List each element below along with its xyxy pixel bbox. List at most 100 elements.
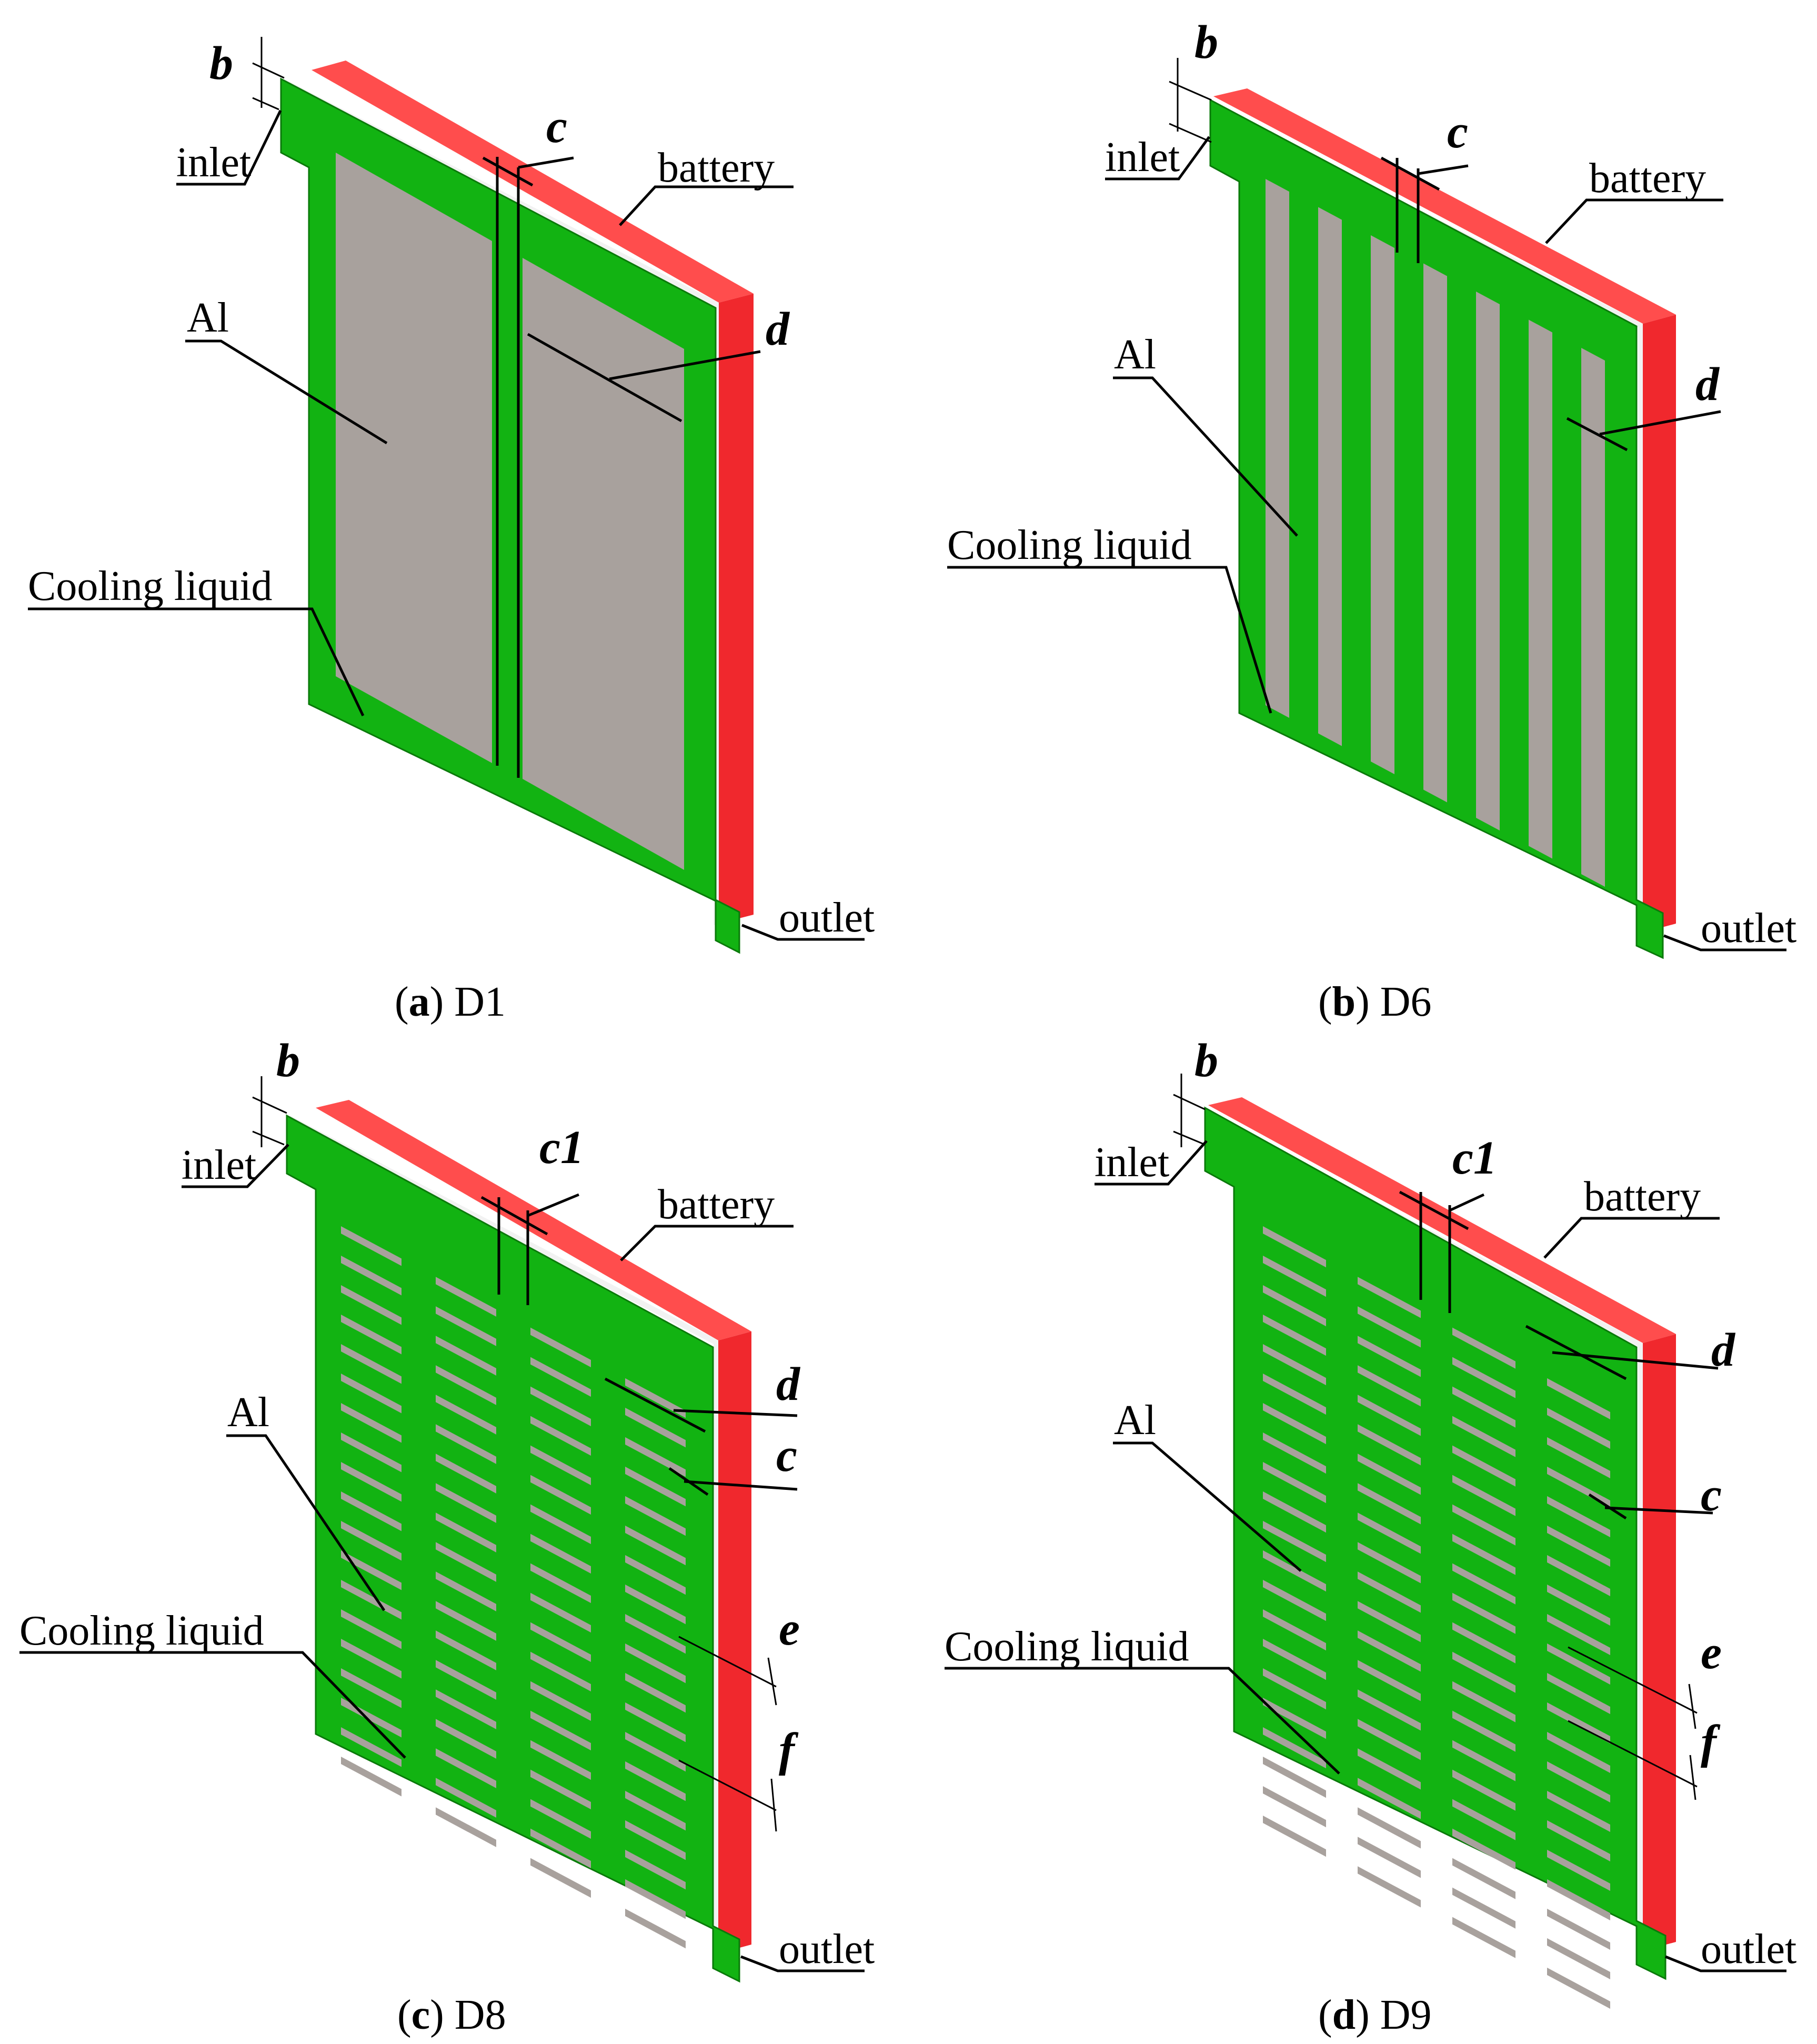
aluminum-slot [625,1702,686,1742]
aluminum-strips [1266,179,1605,887]
aluminum-slot [530,1828,591,1869]
aluminum-slot [341,1609,401,1649]
aluminum-slot [341,1580,401,1620]
aluminum-slot [530,1327,591,1368]
aluminum-slot [530,1740,591,1780]
dim-c-label: c [546,101,567,153]
aluminum-slot [1452,1799,1515,1840]
dim-b-label: b [209,37,233,89]
outlet-label: outlet [779,1926,875,1972]
dim-c-label: c [1447,106,1468,158]
aluminum-slot [341,1344,401,1384]
battery-top [316,1100,751,1340]
aluminum-slot [341,1491,401,1531]
panel-c: b c1 d c e f inlet battery Al Cooling li… [19,1035,875,2038]
battery-side [718,1331,751,1953]
aluminum-slot [1358,1365,1421,1407]
aluminum-slot [1547,1761,1610,1803]
aluminum-slot [1452,1769,1515,1811]
caption-a: (a) D1 [395,979,506,1025]
aluminum-slot [625,1466,686,1507]
dim-d-label: d [766,303,790,355]
cooling-liquid-label: Cooling liquid [19,1608,264,1654]
aluminum-slot [1358,1778,1421,1819]
aluminum-slot [1547,1938,1610,1980]
aluminum-slot [1452,1917,1515,1958]
caption-d: (d) D9 [1318,1992,1432,2038]
aluminum-slot [1547,1702,1610,1744]
al-label: Al [187,295,229,341]
aluminum-slot [1452,1563,1515,1605]
aluminum-slot [1263,1727,1326,1769]
aluminum-slot [1263,1580,1326,1621]
aluminum-slot [625,1672,686,1713]
aluminum-slot [1547,1496,1610,1538]
aluminum-slot [1547,1614,1610,1656]
aluminum-slot [1452,1828,1515,1870]
aluminum-slot [1263,1462,1326,1504]
aluminum-slot [1547,1849,1610,1891]
aluminum-slot [436,1689,496,1729]
aluminum-slot [436,1512,496,1552]
aluminum-slot [1547,1879,1610,1921]
dim-b-label: b [1194,16,1218,68]
aluminum-slot [436,1660,496,1700]
aluminum-slot [530,1445,591,1486]
aluminum-slot [1263,1639,1326,1680]
aluminum-strip [1581,348,1605,887]
dim-d-label: d [1695,358,1720,410]
aluminum-slot [341,1727,401,1767]
aluminum-slot [1452,1357,1515,1398]
aluminum-slot [1263,1698,1326,1739]
aluminum-slot [1263,1315,1326,1356]
aluminum-slot [1547,1555,1610,1597]
aluminum-slot [1263,1550,1326,1592]
aluminum-slot [625,1555,686,1595]
aluminum-slot [1358,1483,1421,1525]
aluminum-slot [1358,1748,1421,1790]
aluminum-slot [1452,1386,1515,1428]
battery-label: battery [1584,1174,1701,1220]
aluminum-slot [1263,1432,1326,1474]
inlet-label: inlet [182,1142,256,1188]
aluminum-slot [1452,1681,1515,1722]
aluminum-slot [341,1432,401,1472]
aluminum-region-left [336,153,492,763]
aluminum-slot [530,1858,591,1898]
caption-b: (b) D6 [1318,979,1432,1025]
aluminum-slot [1358,1837,1421,1878]
aluminum-slot [1547,1790,1610,1832]
aluminum-slot [341,1521,401,1561]
battery-top [312,61,754,303]
outlet-label: outlet [1701,905,1796,951]
aluminum-slot [1452,1858,1515,1899]
aluminum-slot [530,1799,591,1839]
aluminum-strip [1476,292,1500,831]
aluminum-slot [1358,1807,1421,1849]
aluminum-slot [1358,1542,1421,1584]
aluminum-slot [1547,1908,1610,1950]
aluminum-slot [1358,1336,1421,1377]
aluminum-slot [625,1790,686,1831]
aluminum-slot [1547,1407,1610,1449]
aluminum-slot [341,1226,401,1266]
aluminum-slot [625,1378,686,1418]
aluminum-slot [341,1256,401,1296]
aluminum-slot [436,1542,496,1582]
aluminum-slot [1452,1887,1515,1929]
aluminum-slot [436,1336,496,1376]
cooling-liquid-label: Cooling liquid [28,563,273,609]
aluminum-slot [1452,1445,1515,1487]
aluminum-slot [341,1403,401,1443]
aluminum-slot [1263,1757,1326,1798]
aluminum-slot [625,1820,686,1860]
aluminum-slot [1358,1277,1421,1318]
aluminum-slot [1358,1306,1421,1348]
aluminum-slot [530,1386,591,1427]
aluminum-slot [1358,1395,1421,1436]
aluminum-slot [436,1571,496,1611]
aluminum-slot [1358,1689,1421,1731]
aluminum-slot [1547,1967,1610,2009]
aluminum-slot [625,1614,686,1654]
